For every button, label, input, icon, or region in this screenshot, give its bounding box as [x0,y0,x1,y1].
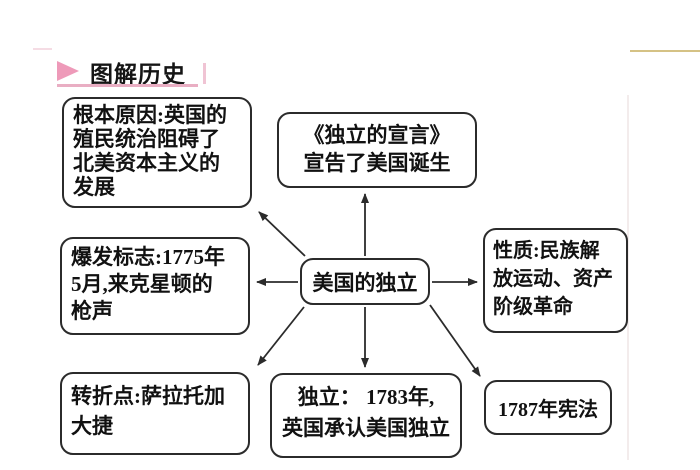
node-text-line: 独立： 1783年, [297,385,435,409]
node-text-line: 大捷 [71,414,113,438]
node-text-line: 5月,来克星顿的 [71,272,213,296]
title-side-tick [203,63,206,84]
node-text-line: 放运动、资产 [493,268,613,290]
node-text-line: 北美资本主义的 [73,151,220,175]
node-text-line: 性质:民族解 [493,240,600,262]
node-turning-point: 转折点:萨拉托加 大捷 [60,372,250,455]
node-text-line: 转折点:萨拉托加 [71,384,225,408]
node-constitution: 1787年宪法 [484,380,612,435]
node-text-line: 根本原因:英国的 [73,103,227,127]
arrow-center-to-turning-point [257,306,305,366]
node-independence: 独立： 1783年, 英国承认美国独立 [270,373,462,458]
node-nature: 性质:民族解 放运动、资产 阶级革命 [483,228,628,333]
title-underline [57,84,198,87]
node-text-line: 发展 [73,175,115,199]
node-text-line: 1787年宪法 [498,399,598,421]
node-outbreak: 爆发标志:1775年 5月,来克星顿的 枪声 [60,237,250,335]
arrow-center-to-constitution [429,304,481,377]
node-text-line: 爆发标志:1775年 [71,245,225,269]
node-text-line: 英国承认美国独立 [282,416,450,440]
node-text-line: 美国的独立 [312,270,418,295]
top-right-rule [630,50,700,52]
node-text-line: 枪声 [71,299,113,323]
page-title: 图解历史 [90,62,186,87]
node-declaration: 《独立的宣言》 宣告了美国诞生 [277,112,477,188]
node-text-line: 宣告了美国诞生 [303,151,451,175]
arrow-center-to-root-cause [258,211,306,257]
node-root-cause: 根本原因:英国的 殖民统治阻碍了 北美资本主义的 发展 [62,97,252,208]
node-center-topic: 美国的独立 [300,258,430,305]
node-text-line: 阶级革命 [493,296,573,318]
corner-accent-line [33,48,52,50]
node-text-line: 殖民统治阻碍了 [73,127,220,151]
triangle-bullet-icon [57,61,79,81]
page-gutter-line [627,95,629,460]
node-text-line: 《独立的宣言》 [303,123,451,147]
